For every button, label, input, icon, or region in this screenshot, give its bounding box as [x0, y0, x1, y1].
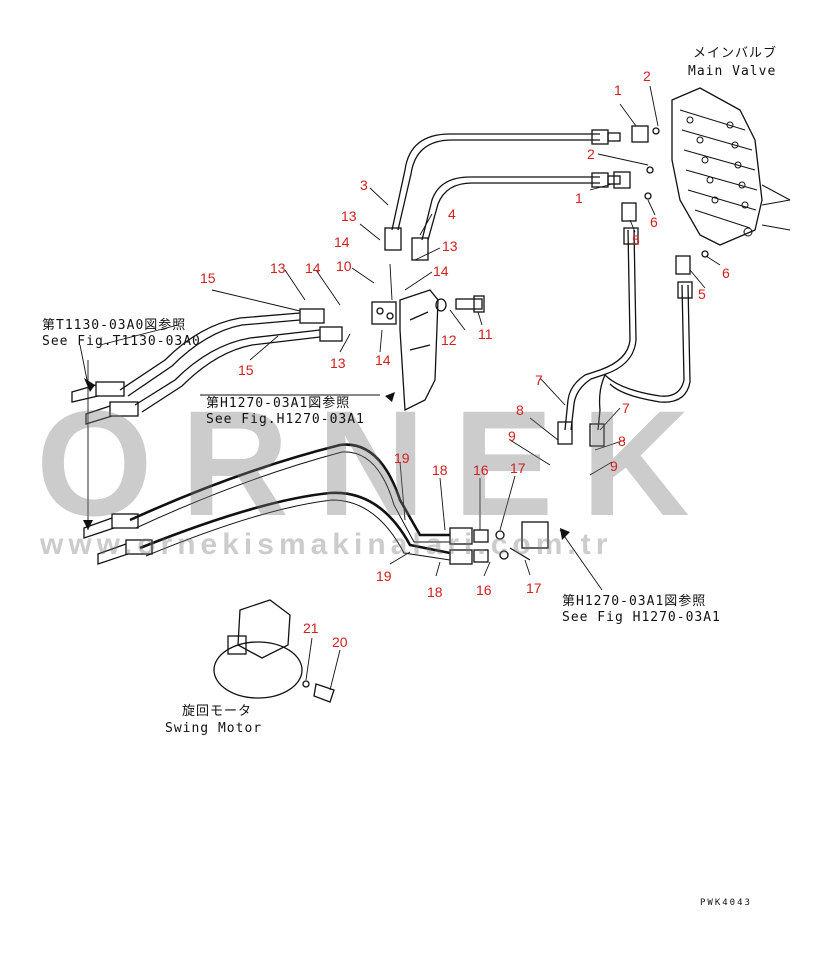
main-valve [671, 87, 791, 246]
callout-number: 13 [270, 260, 286, 276]
callout-number: 13 [330, 355, 346, 371]
callout-number: 7 [622, 400, 630, 416]
callout-number: 17 [526, 580, 542, 596]
ref-t1130-jp: 第T1130-03A0図参照 [42, 318, 187, 333]
callout-number: 21 [303, 620, 319, 636]
swing-motor-label-en: Swing Motor [165, 721, 263, 736]
main-valve-label-jp: メインバルブ [693, 46, 778, 61]
callout-number: 18 [427, 584, 443, 600]
ref-h1270-b-en: See Fig H1270-03A1 [562, 610, 721, 625]
callout-number: 13 [442, 238, 458, 254]
hoses-15 [71, 308, 343, 425]
callout-number: 1 [614, 82, 622, 98]
callout-number: 9 [508, 428, 516, 444]
callout-number: 15 [200, 270, 216, 286]
ref-t1130-en: See Fig.T1130-03A0 [42, 334, 201, 349]
bolt-11-washer-12 [435, 295, 485, 313]
callout-number: 14 [433, 263, 449, 279]
callout-number: 13 [341, 208, 357, 224]
hoses-3-4 [384, 129, 621, 261]
callout-number: 2 [587, 146, 595, 162]
ref-h1270-b-jp: 第H1270-03A1図参照 [562, 594, 707, 609]
hoses-7 [557, 227, 693, 447]
hoses-18-19 [83, 443, 549, 565]
watermark-url: www.ornekismakinalari.com.tr [40, 528, 613, 561]
callout-number: 16 [473, 462, 489, 478]
callout-number: 11 [478, 326, 493, 342]
swing-motor-label-jp: 旋回モータ [182, 704, 253, 719]
callout-number: 14 [334, 234, 350, 250]
valve-elbows [613, 125, 709, 275]
watermark-brand: ORNEK [36, 379, 718, 547]
callout-number: 19 [376, 568, 392, 584]
callout-number: 1 [575, 190, 583, 206]
callout-number: 15 [238, 362, 254, 378]
callout-number: 3 [360, 177, 368, 193]
main-valve-label-en: Main Valve [688, 64, 777, 79]
callout-number: 17 [510, 460, 526, 476]
callout-number: 19 [394, 450, 410, 466]
callout-number: 20 [332, 634, 348, 650]
callout-number: 4 [448, 206, 456, 222]
callout-number: 10 [336, 258, 352, 274]
callout-number: 5 [698, 286, 706, 302]
drawing-code: PWK4043 [700, 898, 752, 908]
callout-number: 14 [305, 260, 321, 276]
callout-number: 6 [722, 265, 730, 281]
callout-number: 6 [650, 214, 658, 230]
callout-number: 7 [535, 372, 543, 388]
callout-number: 8 [618, 433, 626, 449]
ref-h1270-a-en: See Fig.H1270-03A1 [206, 412, 365, 427]
bracket-10 [371, 289, 439, 412]
callout-number: 2 [643, 68, 651, 84]
callout-number: 12 [441, 332, 457, 348]
leader-lines [87, 85, 721, 691]
callout-number: 8 [516, 402, 524, 418]
reference-arrows [83, 378, 570, 540]
callout-number: 14 [375, 352, 391, 368]
callout-number: 5 [632, 232, 640, 248]
swing-motor [213, 599, 335, 703]
callout-number: 18 [432, 462, 448, 478]
ref-h1270-a-jp: 第H1270-03A1図参照 [206, 396, 351, 411]
callout-number: 16 [476, 582, 492, 598]
callout-number: 9 [610, 458, 618, 474]
